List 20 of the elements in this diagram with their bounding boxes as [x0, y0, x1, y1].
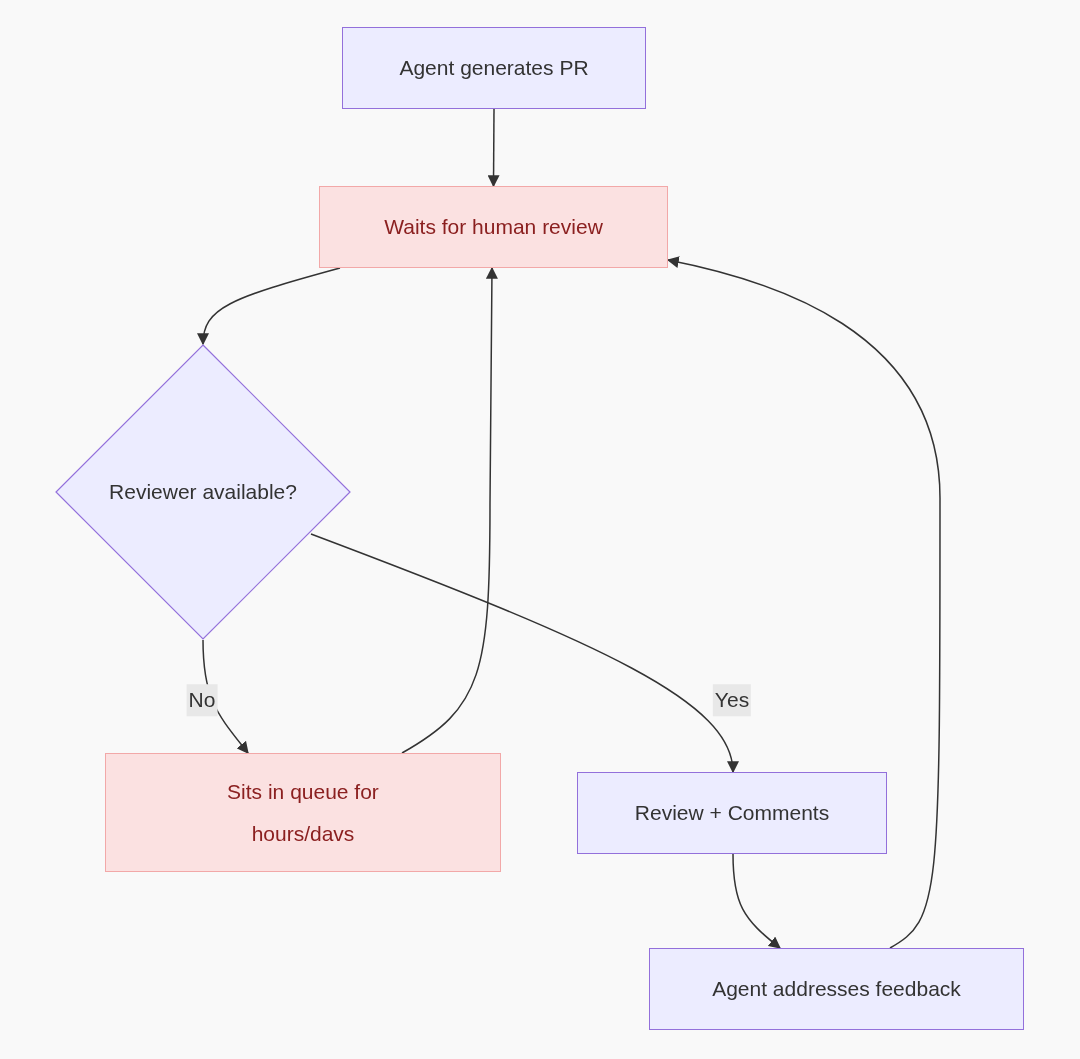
arrow [487, 108, 500, 188]
arrow [310, 533, 738, 774]
arrow [197, 267, 341, 346]
process-box [577, 772, 887, 854]
node-text: Agent addresses feedback [712, 976, 961, 1002]
node-text: Reviewer available? [109, 479, 297, 506]
process-box [649, 948, 1024, 1030]
edge-label: No [186, 684, 218, 716]
node-text: Agent generates PR [399, 55, 589, 81]
process-box [105, 753, 501, 872]
decision-diamond [55, 344, 351, 640]
process-box [319, 186, 668, 268]
process-box [342, 27, 646, 109]
arrow [666, 256, 941, 949]
node-text: Review + Comments [634, 800, 830, 826]
node-text: Waits for human review [384, 214, 603, 240]
arrow [401, 266, 498, 754]
edge-label: Yes [712, 684, 752, 716]
node-text: Sits in queue for hours/davs [226, 778, 380, 847]
arrow [732, 853, 781, 949]
